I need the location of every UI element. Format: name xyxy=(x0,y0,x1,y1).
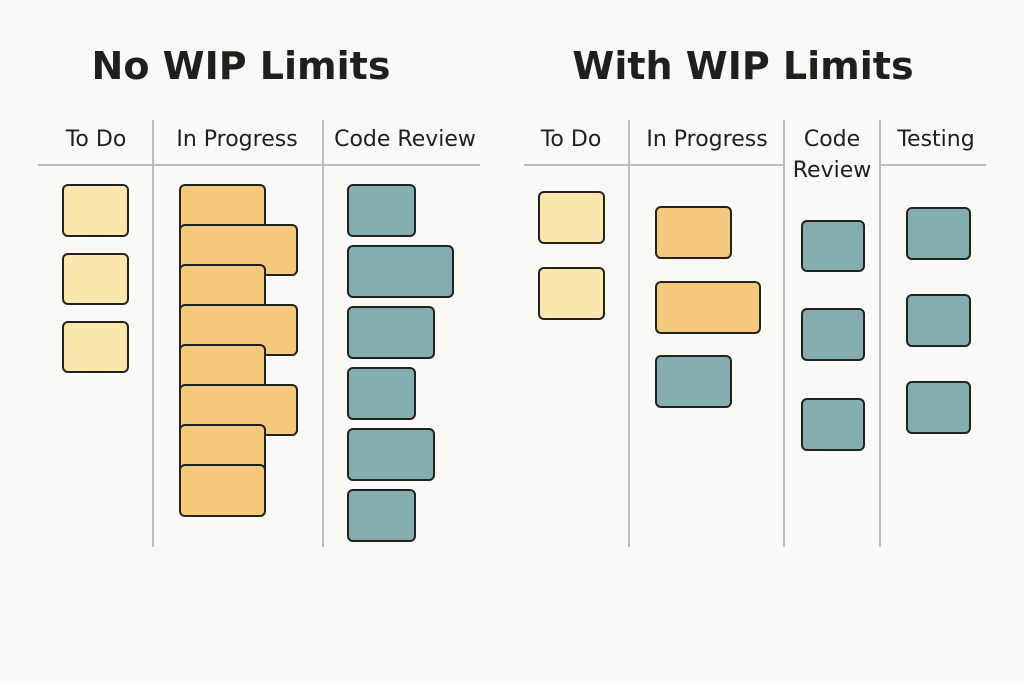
right-col-review-title: Code Review xyxy=(792,127,872,183)
left-board-header-divider xyxy=(38,164,480,166)
right-board-title: With WIP Limits xyxy=(572,44,914,88)
kanban-card[interactable] xyxy=(801,308,865,361)
right-board-header-divider xyxy=(524,164,784,166)
kanban-card[interactable] xyxy=(655,206,732,259)
kanban-card[interactable] xyxy=(906,207,971,260)
left-col-todo-title: To Do xyxy=(65,127,127,152)
kanban-card[interactable] xyxy=(347,245,454,298)
right-col-todo-title: To Do xyxy=(540,127,602,152)
left-board-title: No WIP Limits xyxy=(91,44,391,88)
left-board-column-divider xyxy=(322,120,324,547)
kanban-card[interactable] xyxy=(906,381,971,434)
kanban-card[interactable] xyxy=(179,464,266,517)
kanban-card[interactable] xyxy=(347,184,416,237)
right-board-column-divider xyxy=(879,120,881,547)
kanban-card[interactable] xyxy=(62,184,129,237)
kanban-card[interactable] xyxy=(538,191,605,244)
right-board-header-divider xyxy=(880,164,986,166)
right-board-column-divider xyxy=(783,120,785,547)
kanban-card[interactable] xyxy=(801,220,865,272)
kanban-card[interactable] xyxy=(801,398,865,451)
kanban-card[interactable] xyxy=(62,321,129,373)
kanban-card[interactable] xyxy=(347,367,416,420)
kanban-card[interactable] xyxy=(347,428,435,481)
kanban-card[interactable] xyxy=(655,281,761,334)
right-col-testing-title: Testing xyxy=(897,127,975,152)
kanban-card[interactable] xyxy=(655,355,732,408)
kanban-card[interactable] xyxy=(538,267,605,320)
right-col-inprogress-title: In Progress xyxy=(646,127,768,152)
kanban-card[interactable] xyxy=(347,489,416,542)
left-col-review-title: Code Review xyxy=(334,127,476,152)
kanban-card[interactable] xyxy=(347,306,435,359)
left-col-inprogress-title: In Progress xyxy=(176,127,298,152)
kanban-card[interactable] xyxy=(62,253,129,305)
left-board-column-divider xyxy=(152,120,154,547)
right-board-column-divider xyxy=(628,120,630,547)
kanban-card[interactable] xyxy=(906,294,971,347)
